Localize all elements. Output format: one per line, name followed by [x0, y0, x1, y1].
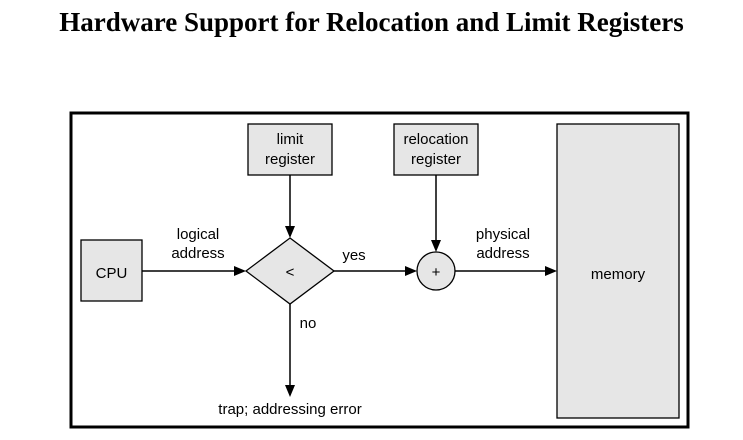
- adder-label: +: [432, 264, 441, 281]
- physical-address-label-line2: address: [476, 245, 529, 262]
- logical-address-arrowhead: [234, 266, 246, 276]
- cpu-label: CPU: [96, 265, 128, 282]
- comparator-label: <: [286, 264, 295, 281]
- cpu-box: [80, 239, 143, 302]
- limit-register-label-line1: limit: [277, 131, 304, 148]
- no-arrowhead: [285, 385, 295, 397]
- yes-label: yes: [342, 247, 365, 264]
- relocation-register-label-line1: relocation: [403, 131, 468, 148]
- limit-register-box: [247, 123, 333, 176]
- logical-address-label-line1: logical: [177, 226, 220, 243]
- memory-label: memory: [591, 266, 646, 283]
- logical-address-label-line2: address: [171, 245, 224, 262]
- yes-arrowhead: [405, 266, 417, 276]
- limit-to-comparator-arrowhead: [285, 226, 295, 238]
- physical-address-arrowhead: [545, 266, 557, 276]
- relocation-to-adder-arrowhead: [431, 240, 441, 252]
- limit-register-label-line2: register: [265, 151, 315, 168]
- trap-label: trap; addressing error: [218, 401, 361, 418]
- relocation-register-label-line2: register: [411, 151, 461, 168]
- no-label: no: [300, 315, 317, 332]
- memory-box: [556, 123, 680, 419]
- physical-address-label-line1: physical: [476, 226, 530, 243]
- page-title: Hardware Support for Relocation and Limi…: [59, 7, 684, 37]
- diagram-frame: [69, 111, 690, 429]
